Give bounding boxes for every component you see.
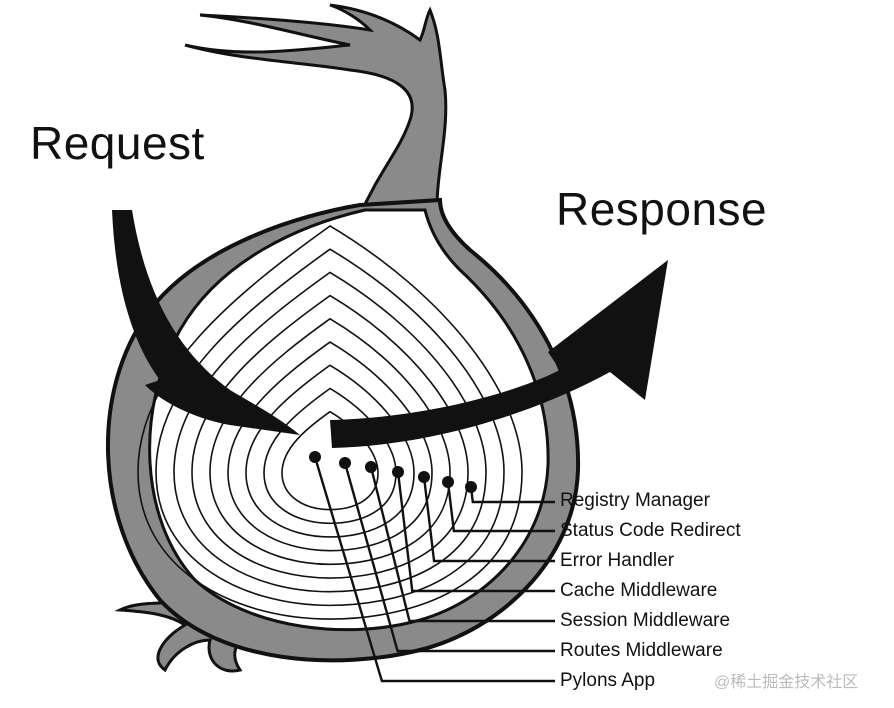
layer-label-routes-middleware: Routes Middleware xyxy=(560,640,723,661)
leader-line xyxy=(396,471,555,593)
layer-dot xyxy=(339,457,351,469)
leader-line xyxy=(422,476,555,563)
request-arrow xyxy=(112,210,300,435)
leader-line xyxy=(313,456,555,683)
response-title: Response xyxy=(556,183,768,235)
onion-stem xyxy=(184,3,448,232)
layer-dot xyxy=(465,481,477,493)
response-arrow xyxy=(330,260,668,448)
layer-label-pylons-app: Pylons App xyxy=(560,670,656,691)
watermark: @稀土掘金技术社区 xyxy=(714,674,859,691)
layer-label-session-middleware: Session Middleware xyxy=(560,610,731,631)
layer-dot xyxy=(418,471,430,483)
leader-line xyxy=(446,481,555,533)
layer-dots xyxy=(309,451,477,493)
leader-line xyxy=(369,466,555,623)
layer-label-registry-manager: Registry Manager xyxy=(560,490,710,511)
leader-line xyxy=(343,462,555,653)
layer-dot xyxy=(442,476,454,488)
layer-dot xyxy=(309,451,321,463)
onion-ring xyxy=(263,387,397,525)
layer-label-error-handler: Error Handler xyxy=(560,550,675,571)
request-title: Request xyxy=(30,117,205,169)
layer-dot xyxy=(392,466,404,478)
layer-dot xyxy=(365,461,377,473)
layer-label-cache-middleware: Cache Middleware xyxy=(560,580,718,601)
layer-label-status-code-redirect: Status Code Redirect xyxy=(560,520,741,541)
